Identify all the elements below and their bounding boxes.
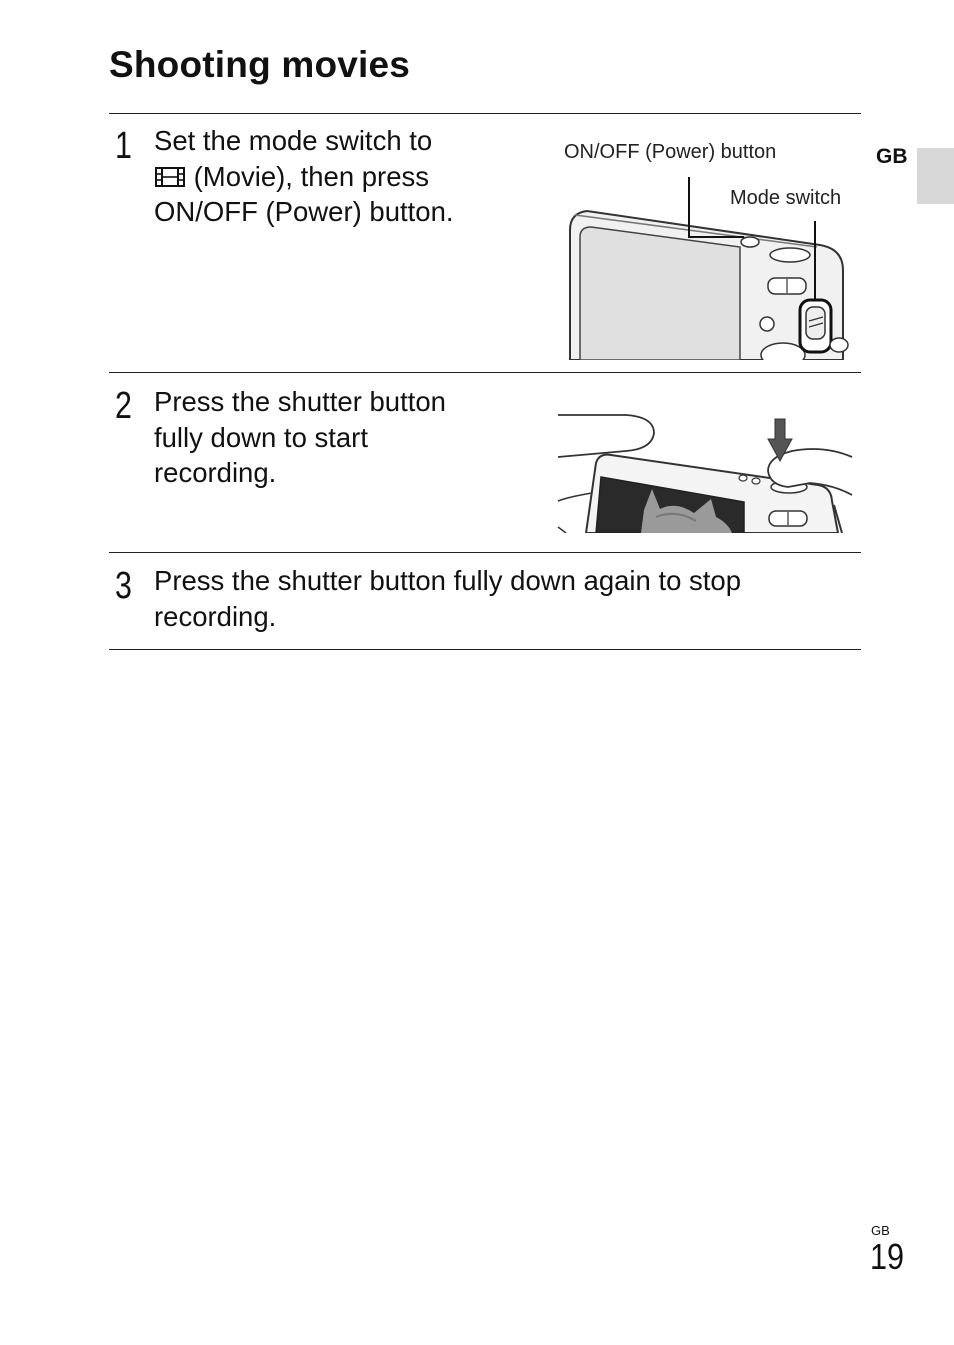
camera-top-illustration (569, 177, 849, 360)
divider (109, 372, 861, 373)
step-3-line-1: Press the shutter button fully down agai… (154, 565, 742, 596)
step-2-line-3: recording. (154, 457, 277, 488)
step-1-number: 1 (115, 125, 132, 167)
step-3-text: Press the shutter button fully down agai… (154, 563, 741, 634)
step-1-line-2: (Movie), then press (154, 159, 454, 195)
page-title: Shooting movies (109, 44, 411, 85)
movie-mode-icon (155, 166, 185, 187)
shutter-press-illustration (557, 414, 853, 533)
divider (109, 649, 861, 650)
language-tab-label: GB (876, 145, 908, 168)
divider (109, 552, 861, 553)
page-number: 19 (870, 1236, 905, 1277)
divider (109, 113, 861, 114)
callout-power-button: ON/OFF (Power) button (564, 141, 777, 163)
step-3-number: 3 (115, 565, 132, 607)
footer-language: GB (871, 1223, 890, 1238)
step-2-line-1: Press the shutter button (154, 386, 446, 417)
callout-mode-switch: Mode switch (730, 187, 842, 209)
step-2-number: 2 (115, 385, 132, 427)
step-1-line-3: ON/OFF (Power) button. (154, 196, 454, 227)
step-1-text: Set the mode switch to (Movie), then pre… (154, 123, 454, 230)
step-2-line-2: fully down to start (154, 421, 368, 453)
step-1-line-1: Set the mode switch to (154, 125, 433, 156)
step-1-line-2-text: (Movie), then press (186, 160, 430, 192)
language-tab (917, 148, 954, 204)
step-3-line-2: recording. (154, 600, 277, 632)
step-2-text: Press the shutter button fully down to s… (154, 384, 446, 491)
